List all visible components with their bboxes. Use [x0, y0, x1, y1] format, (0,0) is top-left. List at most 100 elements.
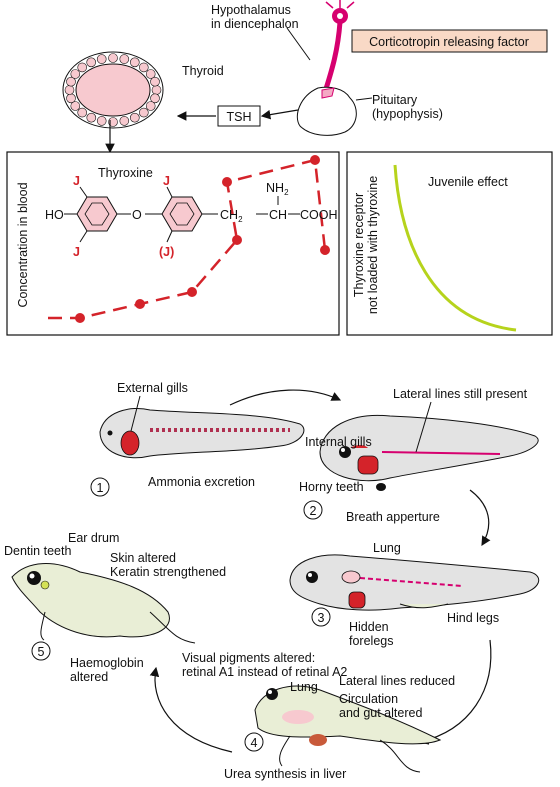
follicle-cell [119, 116, 130, 126]
stage3-tadpole [289, 554, 540, 611]
external-gills-label: External gills [117, 381, 188, 395]
breath-apperture-label: Breath apperture [346, 510, 440, 524]
follicle-cell [145, 69, 156, 79]
cooh-label: COOH [300, 208, 338, 222]
concentration-point [222, 177, 232, 187]
juvenile-effect-label: Juvenile effect [428, 175, 508, 189]
follicle-cell [86, 57, 96, 68]
follicle-cell [86, 112, 97, 123]
follicle-cell [139, 107, 149, 118]
follicle-cell [96, 54, 107, 64]
ammonia-label: Ammonia excretion [148, 475, 255, 489]
iodine-2: J [73, 245, 80, 259]
concentration-point [310, 155, 320, 165]
stage-5-marker [31, 641, 51, 661]
stage2-tadpole [319, 414, 539, 491]
follicle-cell [77, 62, 87, 73]
iodine-1: J [73, 174, 80, 188]
receptor-axis-label: Thyroxine receptornot loaded with thyrox… [352, 176, 380, 314]
iodine-optional: (J) [159, 245, 174, 259]
concentration-point [232, 235, 242, 245]
follicle-cell [151, 85, 162, 95]
urea-synthesis-label: Urea synthesis in liver [224, 767, 346, 781]
concentration-curve [48, 155, 330, 323]
stage-2-marker [303, 500, 323, 520]
stage1-tadpole [99, 407, 305, 459]
external-gills-pointer [130, 395, 141, 432]
follicle-cell [130, 112, 140, 123]
follicle-cell [145, 101, 156, 111]
thyroid-label: Thyroid [182, 64, 224, 78]
concentration-axis-label: Concentration in blood [16, 182, 30, 307]
stage1-to-2-arrow [229, 389, 342, 406]
stage4-to-5-arrow [149, 666, 233, 753]
concentration-point [320, 245, 330, 255]
lung-label-stage4: Lung [290, 680, 318, 694]
ch-label: CH [269, 208, 287, 222]
follicle-cell [64, 85, 75, 95]
follicle-cell [108, 117, 118, 127]
receptor-decay-curve [393, 164, 517, 332]
follicle-cell [150, 93, 160, 104]
follicle-cell [96, 116, 107, 126]
lateral-lines-label: Lateral lines still present [393, 387, 528, 401]
follicle-cell [66, 76, 76, 87]
stage-4-marker [244, 732, 264, 752]
follicle-cell [108, 53, 118, 63]
ether-o-label: O [132, 208, 142, 222]
stage2-to-3-arrow [469, 489, 491, 547]
concentration-point [75, 313, 85, 323]
thyroxine-molecule [64, 186, 300, 243]
crf-label: Corticotropin releasing factor [369, 35, 529, 49]
tsh-box [217, 105, 261, 127]
stage-5-number: 5 [38, 645, 45, 659]
lung-label-stage3: Lung [373, 541, 401, 555]
nh2-label: NH2 [266, 181, 289, 197]
follicle-cell [150, 76, 160, 87]
crf-box [351, 29, 548, 53]
stage-2-number: 2 [310, 504, 317, 518]
visual-pigments-label: Visual pigments altered:retinal A1 inste… [182, 651, 347, 679]
pituitary-label: Pituitary(hypophysis) [372, 93, 443, 121]
ho-label: HO [45, 208, 64, 222]
follicle-cell [130, 57, 140, 68]
follicle-cell [77, 107, 87, 118]
follicle-cell [139, 62, 149, 73]
thyroxine-panel [6, 151, 340, 336]
hypothalamus-neuron [322, 0, 355, 93]
ch2-label: CH2 [220, 208, 243, 224]
lateral-lines-pointer [415, 401, 432, 453]
follicle-cell [66, 93, 76, 104]
stage-1-marker [90, 477, 110, 497]
thyroid-follicle [62, 51, 164, 129]
hind-legs-label: Hind legs [447, 611, 499, 625]
follicle-cell [70, 69, 81, 79]
concentration-point [187, 287, 197, 297]
receptor-panel [346, 151, 553, 336]
tsh-label: TSH [227, 110, 252, 124]
concentration-line [48, 158, 327, 320]
stage-3-marker [311, 607, 331, 627]
stage5-frog [11, 563, 196, 644]
pituitary-gland [296, 86, 357, 136]
lateral-lines-reduced-label: Lateral lines reduced [339, 674, 455, 688]
internal-gills-label: Internal gills [305, 435, 372, 449]
follicle-cell [119, 54, 130, 64]
ear-drum-label: Ear drum [68, 531, 119, 545]
dentin-teeth-label: Dentin teeth [4, 544, 71, 558]
stage-3-number: 3 [318, 611, 325, 625]
stage-4-number: 4 [251, 736, 258, 750]
follicle-cell [70, 101, 81, 111]
stage3-to-4-arrow [418, 639, 492, 745]
pituitary-to-tsh-arrow [260, 109, 299, 120]
thyroxine-title: Thyroxine [98, 166, 153, 180]
iodine-3: J [163, 174, 170, 188]
horny-teeth-label: Horny teeth [299, 480, 364, 494]
